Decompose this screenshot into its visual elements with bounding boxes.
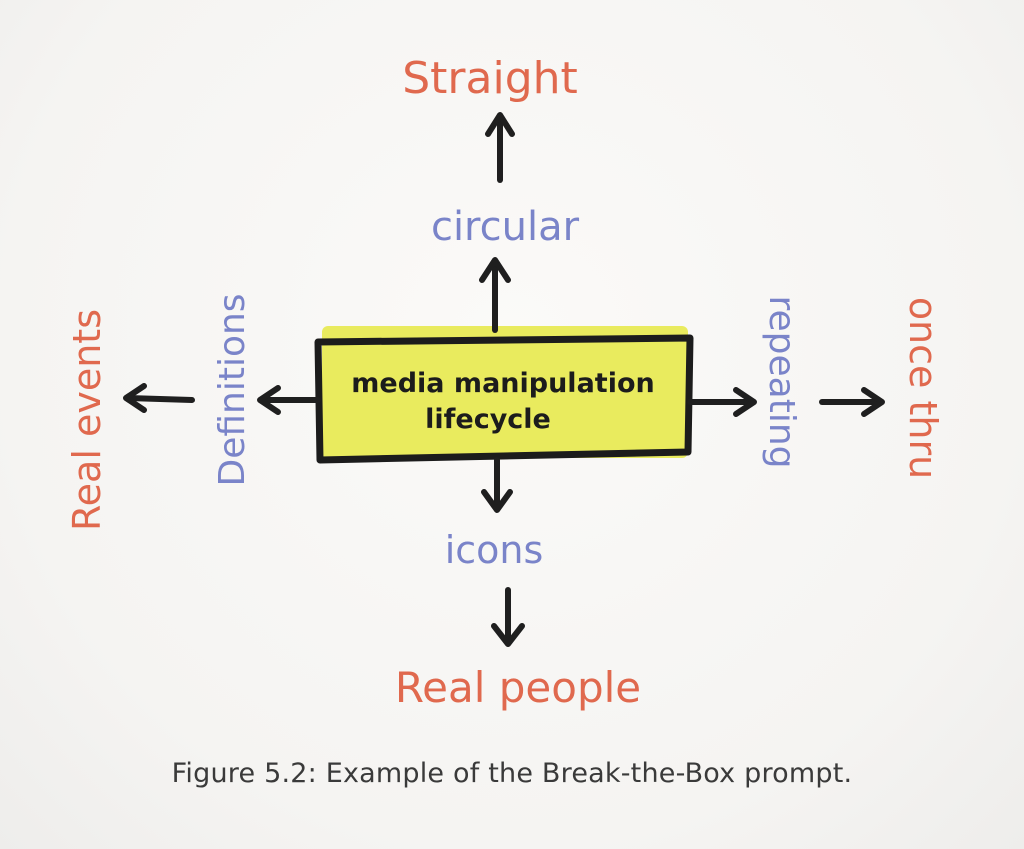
label-right-outer: once thru xyxy=(901,297,945,479)
center-box-border xyxy=(314,334,694,464)
label-left-outer: Real events xyxy=(65,309,109,531)
arrow-right-outer xyxy=(819,387,885,417)
label-top-inner: circular xyxy=(431,204,580,250)
label-right-inner: repeating xyxy=(761,295,802,468)
arrow-down-outer xyxy=(491,587,525,647)
arrow-left-inner xyxy=(257,385,321,415)
arrow-up-outer xyxy=(485,112,515,183)
label-bottom-inner: icons xyxy=(445,528,544,572)
center-box-highlight xyxy=(322,326,688,458)
arrow-down-inner xyxy=(481,457,513,513)
center-box: media manipulation lifecycle xyxy=(314,326,694,464)
arrow-left-outer xyxy=(123,383,195,413)
arrow-right-inner xyxy=(687,387,757,417)
arrow-up-inner xyxy=(479,257,511,333)
center-label-line1: media manipulation xyxy=(351,368,654,399)
label-top-outer: Straight xyxy=(402,53,578,104)
label-left-inner: Definitions xyxy=(212,293,253,486)
label-bottom-outer: Real people xyxy=(395,663,641,712)
figure-caption: Figure 5.2: Example of the Break-the-Box… xyxy=(171,758,853,789)
center-label-line2: lifecycle xyxy=(425,404,551,435)
